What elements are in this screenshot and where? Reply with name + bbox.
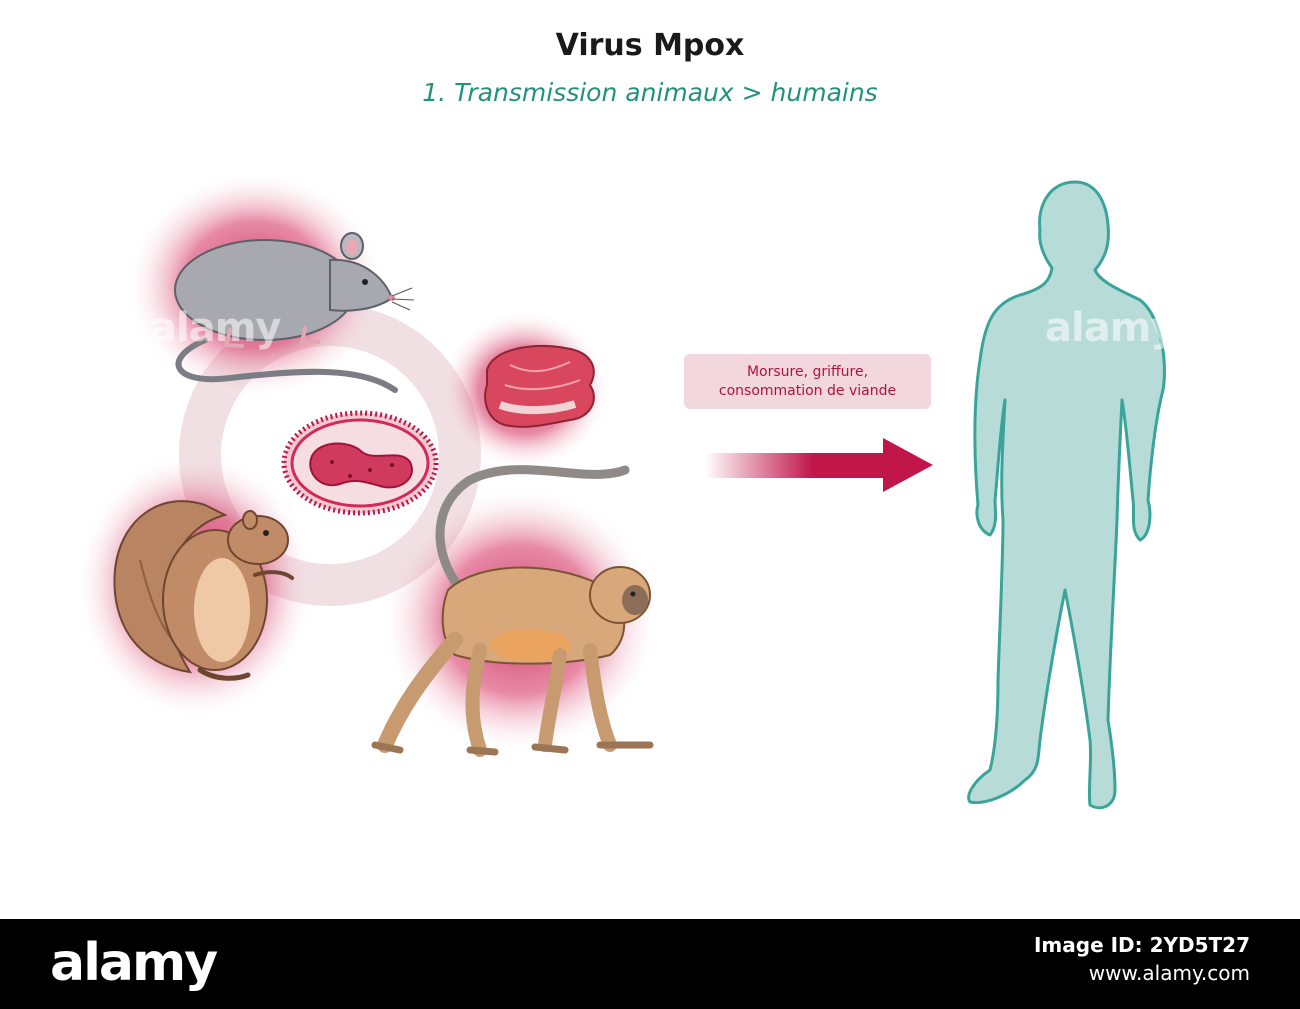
- monkey-icon: [371, 465, 654, 757]
- diagram-scene: [75, 170, 1166, 810]
- transmission-label-line1: Morsure, griffure,: [746, 363, 869, 380]
- alamy-logo: alamy: [50, 933, 218, 993]
- site-url: www.alamy.com: [1088, 961, 1250, 985]
- footer-bar: alamy Image ID: 2YD5T27 www.alamy.com: [0, 919, 1300, 1009]
- virus-icon: [281, 410, 439, 516]
- page-title: Virus Mpox: [555, 28, 745, 63]
- image-id: Image ID: 2YD5T27: [1033, 933, 1250, 957]
- human-silhouette-icon: [967, 180, 1166, 810]
- rat-icon: [174, 232, 415, 393]
- watermark: alamy: [150, 305, 281, 351]
- page-subtitle: 1. Transmission animaux > humains: [422, 78, 878, 107]
- transmission-arrow-icon: [705, 438, 933, 492]
- transmission-label-line2: consommation de viande: [718, 382, 897, 399]
- meat-icon: [484, 345, 595, 428]
- transmission-label: Morsure, griffure, consommation de viand…: [684, 354, 931, 409]
- squirrel-icon: [113, 500, 294, 681]
- watermark: alamy: [1045, 305, 1176, 351]
